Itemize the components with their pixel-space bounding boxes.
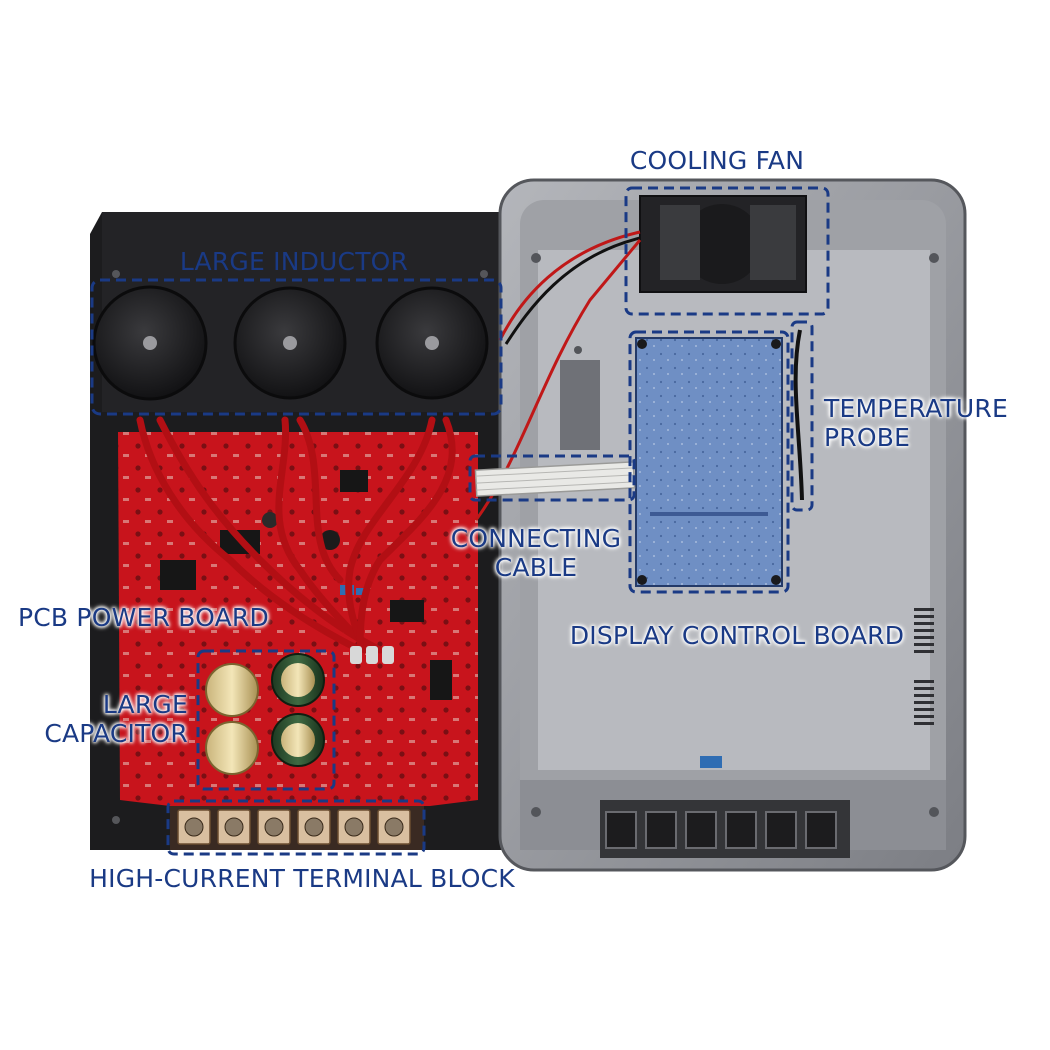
callout-box-display-board bbox=[628, 330, 790, 594]
callout-box-temperature-probe bbox=[790, 320, 814, 512]
label-display-control-board: DISPLAY CONTROL BOARD bbox=[560, 621, 914, 650]
label-terminal-block: HIGH-CURRENT TERMINAL BLOCK bbox=[80, 864, 524, 893]
label-temperature-probe: TEMPERATURE PROBE bbox=[824, 394, 1032, 452]
label-large-inductor: LARGE INDUCTOR bbox=[160, 247, 428, 276]
terminal-block bbox=[170, 806, 424, 850]
display-board bbox=[635, 337, 783, 587]
capacitors bbox=[205, 653, 325, 775]
callout-box-large-capacitor bbox=[196, 649, 336, 791]
ribbon-cable bbox=[474, 461, 636, 497]
inductor-coils bbox=[92, 285, 489, 401]
label-temperature-probe-line2: PROBE bbox=[824, 423, 911, 452]
label-cooling-fan: COOLING FAN bbox=[600, 146, 834, 175]
label-connecting-cable: CONNECTING CABLE bbox=[436, 524, 636, 582]
probe-wire bbox=[793, 329, 804, 501]
label-display-control-board-text: DISPLAY CONTROL BOARD bbox=[569, 621, 905, 650]
label-large-capacitor: LARGE CAPACITOR bbox=[20, 690, 188, 748]
wire-terminals bbox=[350, 646, 394, 664]
cooling-fan bbox=[498, 195, 807, 345]
label-connecting-cable-line1: CONNECTING bbox=[450, 524, 622, 553]
callout-box-large-inductor bbox=[90, 278, 503, 416]
housing-terminal-slots bbox=[600, 800, 850, 858]
label-connecting-cable-line2: CABLE bbox=[494, 553, 578, 582]
label-terminal-block-text: HIGH-CURRENT TERMINAL BLOCK bbox=[89, 864, 515, 893]
label-temperature-probe-line1: TEMPERATURE bbox=[824, 394, 1008, 423]
label-large-capacitor-line1: LARGE bbox=[102, 690, 188, 719]
label-pcb-power-board-text: PCB POWER BOARD bbox=[18, 603, 269, 632]
label-large-inductor-text: LARGE INDUCTOR bbox=[179, 247, 409, 276]
pcb-power-board bbox=[118, 432, 478, 806]
callout-box-terminal-block bbox=[166, 799, 426, 856]
callout-box-connecting-cable bbox=[468, 454, 636, 502]
pcb-wires bbox=[136, 416, 456, 654]
label-cooling-fan-text: COOLING FAN bbox=[629, 146, 805, 175]
callout-box-cooling-fan bbox=[624, 186, 830, 316]
label-pcb-power-board: PCB POWER BOARD bbox=[18, 603, 278, 632]
label-large-capacitor-line2: CAPACITOR bbox=[44, 719, 188, 748]
